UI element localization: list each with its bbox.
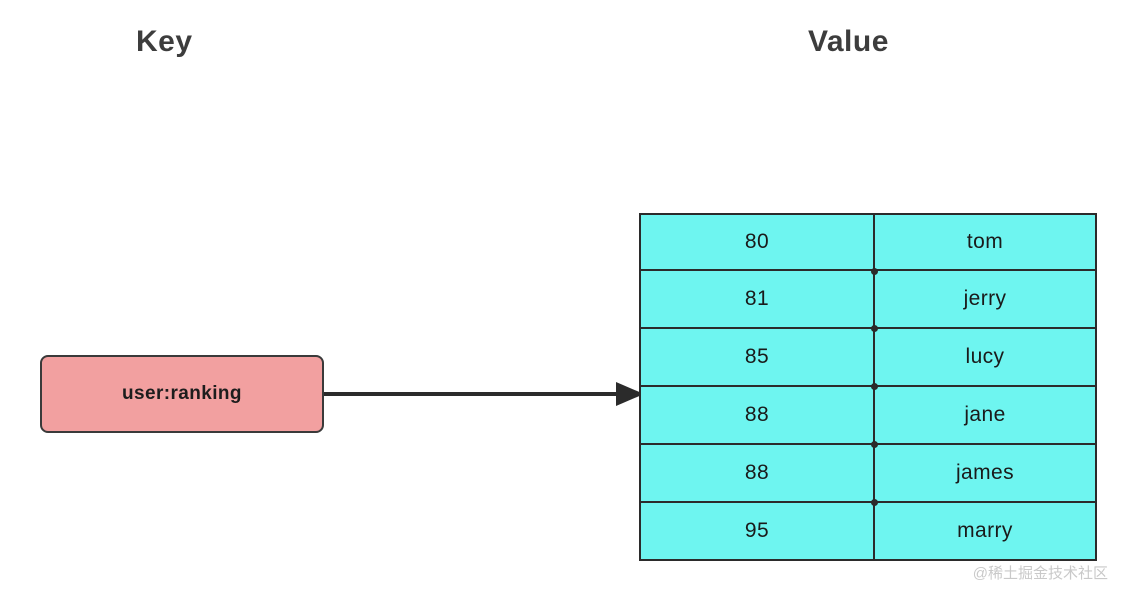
- watermark: @稀土掘金技术社区: [972, 565, 1108, 582]
- separator-dot: [871, 268, 878, 275]
- separator-dot: [871, 499, 878, 506]
- row-name: tom: [873, 213, 1097, 271]
- value-table: 80 tom 81 jerry 85 lucy 88 jane 88 james…: [639, 213, 1099, 561]
- row-name: jane: [873, 385, 1097, 445]
- separator-dot: [871, 325, 878, 332]
- value-column-heading: Value: [808, 25, 889, 58]
- row-score: 81: [639, 269, 875, 329]
- arrow-right-icon: [324, 378, 644, 410]
- key-box-label: user:ranking: [122, 383, 242, 404]
- table-row: 88 james: [639, 443, 1099, 503]
- row-name: james: [873, 443, 1097, 503]
- table-row: 95 marry: [639, 501, 1099, 561]
- table-row: 81 jerry: [639, 269, 1099, 329]
- table-row: 80 tom: [639, 213, 1099, 271]
- key-box: user:ranking: [40, 355, 324, 433]
- row-score: 85: [639, 327, 875, 387]
- separator-dot: [871, 441, 878, 448]
- row-score: 88: [639, 443, 875, 503]
- table-row: 85 lucy: [639, 327, 1099, 387]
- row-name: jerry: [873, 269, 1097, 329]
- row-score: 95: [639, 501, 875, 561]
- key-column-heading: Key: [136, 25, 193, 58]
- separator-dot: [871, 383, 878, 390]
- row-name: marry: [873, 501, 1097, 561]
- row-name: lucy: [873, 327, 1097, 387]
- table-row: 88 jane: [639, 385, 1099, 445]
- row-score: 80: [639, 213, 875, 271]
- row-score: 88: [639, 385, 875, 445]
